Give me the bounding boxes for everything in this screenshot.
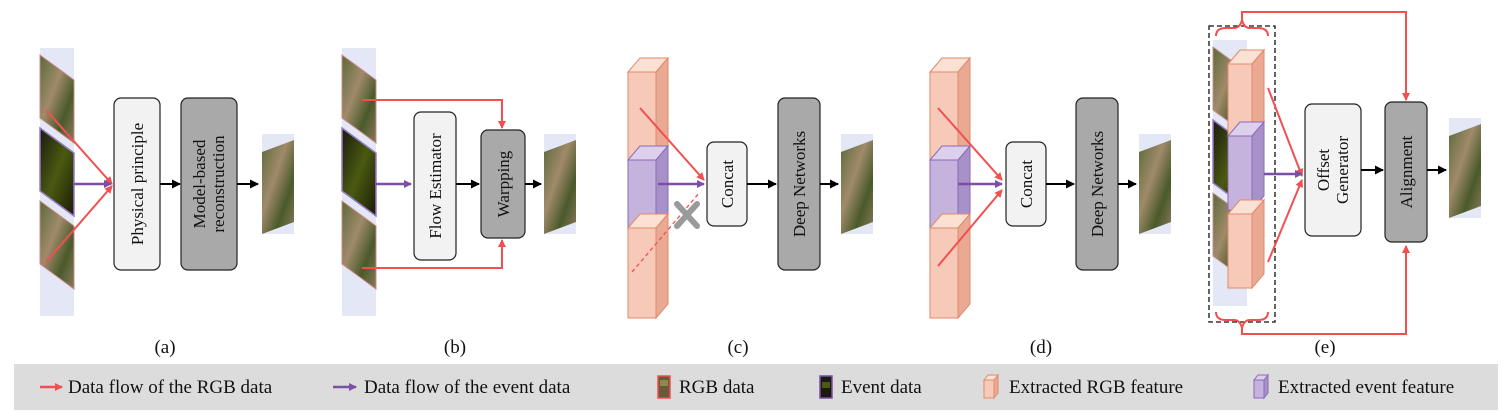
concat-label: Concat	[1017, 160, 1036, 208]
concat-label: Concat	[718, 160, 737, 208]
legend-rgb-data: RGB data	[657, 375, 755, 399]
legend-event-feature: Extracted event feature	[1252, 373, 1454, 400]
legend-rgb-data-label: RGB data	[679, 377, 755, 398]
event-feature-icon	[1252, 373, 1270, 400]
legend-event-flow: Data flow of the event data	[333, 377, 571, 398]
panel-a-label: (a)	[154, 337, 175, 358]
offset-generator-line2: Generator	[1333, 136, 1352, 204]
rgb-feature-bottom	[928, 212, 972, 320]
panel-b: Flow Estimator Warpping (b)	[341, 48, 576, 358]
output-frame	[544, 134, 576, 234]
blocked-cross-icon	[674, 201, 700, 229]
event-feature	[1226, 120, 1266, 212]
panel-a: Physical principle Model-based reconstru…	[39, 48, 294, 358]
output-frame	[841, 134, 873, 234]
rgb-feature-icon	[982, 373, 1000, 400]
output-frame	[1449, 118, 1481, 218]
legend: Data flow of the RGB data Data flow of t…	[14, 364, 1498, 410]
rgb-feature-bottom	[626, 212, 670, 320]
panel-e-label: (e)	[1314, 337, 1335, 358]
model-based-label-line1: Model-based	[190, 139, 209, 228]
legend-event-feature-label: Extracted event feature	[1278, 377, 1454, 398]
alignment-label: Alignment	[1397, 135, 1416, 208]
offset-generator-line1: Offset	[1314, 149, 1333, 191]
panel-c-label: (c)	[727, 337, 748, 358]
legend-event-data-label: Event data	[841, 377, 922, 398]
dashed-input-group	[1208, 25, 1276, 323]
panel-e: Offset Generator Alignment (e)	[1208, 11, 1481, 358]
model-based-label-line2: reconstruction	[209, 135, 228, 233]
alignment-box	[1384, 101, 1428, 243]
rgb-feature-bottom	[1226, 198, 1266, 290]
rgb-frame-stack	[39, 48, 75, 316]
panel-d: Concat Deep Networks (d)	[928, 56, 1171, 358]
deep-networks-label: Deep Networks	[1088, 131, 1107, 237]
legend-rgb-feature-label: Extracted RGB feature	[1009, 377, 1183, 398]
warping-label: Warpping	[494, 150, 513, 217]
panel-b-label: (b)	[444, 337, 466, 358]
flow-estimator-box	[413, 111, 457, 261]
panel-c: Concat Deep Networks (c)	[626, 56, 873, 358]
flow-estimator-label: Flow Estimator	[426, 133, 445, 239]
panel-d-label: (d)	[1030, 337, 1052, 358]
output-frame	[1139, 134, 1171, 234]
deep-networks-label: Deep Networks	[790, 131, 809, 237]
legend-event-data: Event data	[819, 375, 922, 399]
rgb-data-icon	[657, 375, 671, 399]
legend-rgb-flow: Data flow of the RGB data	[40, 377, 273, 398]
physical-principle-label: Physical principle	[128, 123, 147, 245]
legend-event-flow-label: Data flow of the event data	[364, 377, 571, 398]
legend-rgb-feature: Extracted RGB feature	[982, 373, 1183, 400]
legend-background	[14, 364, 1498, 410]
event-data-icon	[819, 375, 833, 399]
output-frame	[262, 134, 294, 234]
legend-rgb-flow-label: Data flow of the RGB data	[68, 377, 273, 398]
rgb-frame-stack	[341, 48, 377, 316]
